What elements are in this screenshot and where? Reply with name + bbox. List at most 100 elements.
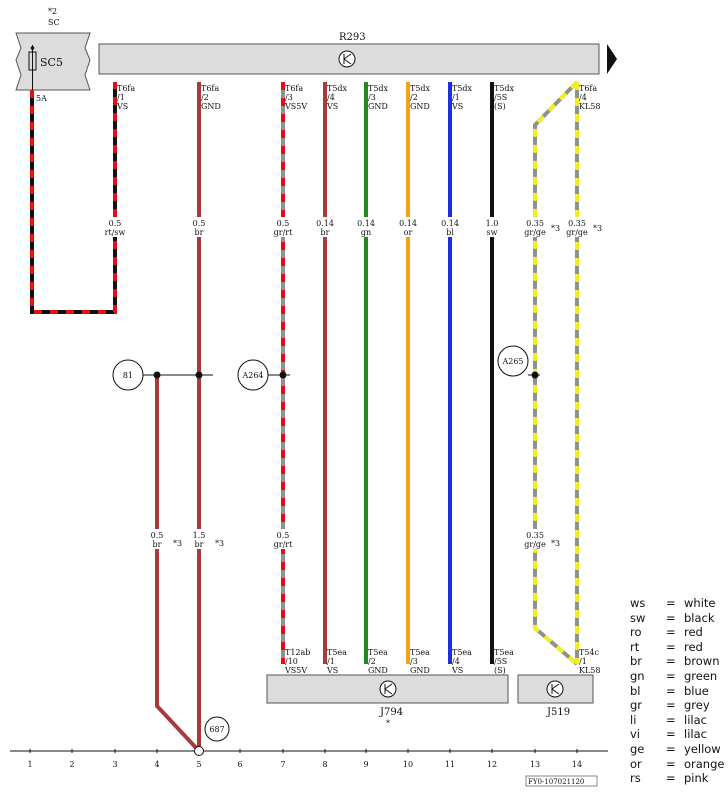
wire-w4[interactable]: [155, 375, 201, 753]
legend-abbr: br: [630, 654, 643, 669]
legend-eq: =: [666, 683, 676, 698]
legend-name: lilac: [684, 727, 707, 742]
wire-spec: 0.14: [357, 219, 375, 228]
pin-label-bottom: GND: [368, 666, 388, 675]
wire-layer: T6fa/1VS0.5rt/swT6fa/2GND0.5br1.5br*3T6f…: [30, 80, 602, 753]
legend-eq: =: [666, 625, 676, 640]
wire-spec: bl: [446, 228, 454, 237]
column-number: 12: [487, 760, 497, 769]
wire-spec-bg: [478, 217, 506, 237]
transistor-icon: [546, 680, 564, 698]
module-j519[interactable]: [517, 674, 594, 704]
legend-name: white: [684, 596, 716, 610]
legend-abbr: vi: [630, 727, 641, 742]
wire-spec-bg: [436, 217, 464, 237]
legend-row: sw=black: [630, 611, 726, 626]
pin-label-top: /1: [452, 93, 460, 102]
legend-row: ro=red: [630, 625, 726, 640]
wire-spec-bg: [521, 529, 549, 549]
wire-spec: 0.5: [151, 531, 164, 540]
wire-spec: 0.14: [399, 219, 417, 228]
column-number: 3: [112, 760, 117, 769]
pin-label-bottom: T5ea: [452, 648, 472, 657]
pin-label-top: /2: [201, 93, 209, 102]
pin-label-bottom: T12ab: [285, 648, 310, 657]
wire-spec: gr/rt: [274, 228, 293, 237]
pin-label-top: /4: [327, 93, 335, 102]
pin-label-top: T5dx: [368, 84, 389, 93]
pin-label-top: /5S: [494, 93, 507, 102]
pin-label-bottom: VS5V: [284, 666, 307, 675]
legend-eq: =: [666, 654, 676, 669]
pin-label-bottom: GND: [410, 666, 430, 675]
wire-spec: gr/ge: [524, 228, 546, 237]
legend-abbr: gr: [630, 698, 643, 713]
pin-label-top: T5dx: [327, 84, 348, 93]
wire-spec: 0.14: [316, 219, 334, 228]
legend-abbr: sw: [630, 610, 646, 625]
connector-a265[interactable]: A265: [497, 345, 529, 377]
legend-abbr: gn: [630, 668, 645, 683]
legend-row: rs=pink: [630, 771, 726, 786]
legend-row: ws=white: [630, 596, 726, 611]
wire-spec-bg: [352, 217, 380, 237]
pin-label-bottom: T5ea: [368, 648, 388, 657]
pin-label-bottom: /10: [285, 657, 298, 666]
connector-81[interactable]: 81: [112, 359, 144, 391]
wire-spec: br: [195, 228, 204, 237]
pin-label-bottom: KL58: [579, 666, 600, 675]
module-j794[interactable]: [266, 674, 509, 704]
wire-spec: 0.5: [109, 219, 122, 228]
wire-spec: gr/ge: [524, 540, 546, 549]
wire-w13[interactable]: [533, 80, 579, 666]
pin-label-top: VS: [326, 102, 338, 111]
legend-eq: =: [666, 668, 676, 683]
connector-a264[interactable]: A264: [237, 359, 269, 391]
column-number: 14: [572, 760, 582, 769]
legend-eq: =: [666, 727, 676, 742]
legend-name: blue: [684, 683, 709, 698]
connector-687[interactable]: 687: [204, 716, 230, 742]
column-number: 8: [322, 760, 327, 769]
wire-spec-bg: [394, 217, 422, 237]
wire-spec: 0.5: [193, 219, 206, 228]
header-fuse-group: SC: [48, 18, 60, 27]
wire-w3[interactable]: [30, 82, 117, 314]
legend-abbr: ge: [630, 741, 645, 756]
column-number: 11: [445, 760, 455, 769]
ground-terminal[interactable]: [194, 746, 204, 756]
module-r293[interactable]: [98, 43, 617, 75]
wire-spec-bg: [185, 217, 213, 237]
fuse-box[interactable]: SC5: [15, 32, 91, 91]
pin-label-top: /2: [410, 93, 418, 102]
legend-name: lilac: [684, 712, 707, 727]
pin-label-bottom: T5ea: [410, 648, 430, 657]
wire-spec: rt/sw: [105, 228, 126, 237]
pin-label-bottom: /1: [579, 657, 587, 666]
legend-name: brown: [684, 654, 720, 669]
legend-abbr: ws: [630, 596, 646, 610]
legend-row: br = brown: [630, 654, 726, 669]
legend-name: grey: [684, 698, 710, 713]
wire-w3-stripe: [30, 82, 117, 314]
pin-label-bottom: /5S: [494, 657, 507, 666]
wire-footnote: *3: [551, 539, 560, 548]
pin-label-bottom: /4: [452, 657, 460, 666]
column-number: 13: [530, 760, 540, 769]
pin-label-top: T5dx: [410, 84, 431, 93]
pin-label-top: GND: [368, 102, 388, 111]
wire-spec-bg: [311, 217, 339, 237]
legend-abbr: or: [630, 756, 642, 771]
wire-spec-bg: [563, 217, 591, 237]
fuse-amperage: 5A: [36, 94, 47, 103]
pin-label-bottom: VS: [326, 666, 338, 675]
legend-row: rt=red: [630, 640, 726, 655]
wire-footnote: *3: [173, 539, 182, 548]
legend-eq: =: [666, 610, 676, 625]
legend-name: green: [684, 668, 718, 683]
pin-label-top: GND: [410, 102, 430, 111]
pin-label-top: T5dx: [452, 84, 473, 93]
wire-spec: or: [404, 228, 413, 237]
